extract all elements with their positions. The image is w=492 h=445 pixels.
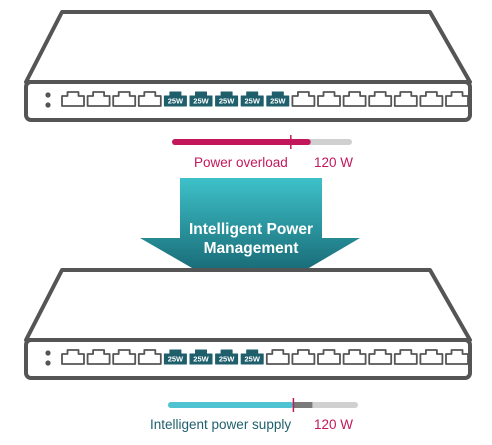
switch-bottom-port-jack-icon: [137, 349, 162, 365]
switch-top-port-jack-icon: [445, 91, 469, 107]
switch-top-port: [445, 91, 469, 107]
switch-bottom: 25W 25W 25W 25W: [24, 268, 472, 380]
switch-bottom-poe-port-jack-icon: [240, 349, 264, 365]
switch-bottom-poe-port-label: 25W: [193, 355, 209, 364]
switch-top-port-jack-icon: [137, 91, 162, 107]
switch-top-port: [393, 91, 418, 107]
switch-bottom-port-jack-icon: [342, 349, 367, 365]
power-bar-bottom: [168, 398, 358, 412]
switch-top-poe-port-label: 25W: [244, 97, 260, 106]
arrow-title-line1: Intelligent Power: [189, 221, 313, 238]
switch-bottom-poe-port-jack-icon: [189, 349, 213, 365]
switch-top-lid: [24, 10, 472, 84]
switch-bottom-port-jack-icon: [445, 349, 469, 365]
switch-bottom-poe-port-label: 25W: [168, 355, 184, 364]
switch-top-port-jack-icon: [393, 91, 418, 107]
switch-top-port-jack-icon: [291, 91, 316, 107]
switch-bottom-poe-port: 25W: [163, 349, 187, 365]
switch-bottom-port-jack-icon: [317, 349, 341, 365]
switch-top-port: [86, 91, 111, 107]
switch-bottom-poe-port-jack-icon: [215, 349, 239, 365]
switch-bottom-poe-port: 25W: [215, 349, 239, 365]
switch-top-led-icon: [45, 92, 51, 98]
switch-top-poe-port: 25W: [189, 91, 213, 107]
switch-top-poe-port-jack-icon: [215, 91, 239, 107]
switch-top-poe-port-jack-icon: [189, 91, 213, 107]
switch-bottom-port: [342, 349, 367, 365]
switch-top-port: [342, 91, 367, 107]
switch-top-port: [291, 91, 316, 107]
switch-bottom-lid: [24, 268, 472, 342]
switch-top-port-jack-icon: [419, 91, 444, 107]
switch-top-poe-port-jack-icon: [266, 91, 290, 107]
switch-bottom-port-jack-icon: [368, 349, 393, 365]
switch-top-poe-port-label: 25W: [219, 97, 235, 106]
switch-bottom-port: [291, 349, 316, 365]
switch-top-port-jack-icon: [112, 91, 137, 107]
switch-top-port: [419, 91, 444, 107]
switch-bottom-poe-port: 25W: [240, 349, 264, 365]
power-bar-bottom-fill: [168, 402, 294, 408]
switch-top-port: [137, 91, 162, 107]
switch-bottom-port: [61, 349, 85, 365]
switch-bottom-port: [317, 349, 341, 365]
switch-bottom-port: [419, 349, 444, 365]
switch-top-port-jack-icon: [342, 91, 367, 107]
switch-top-port-jack-icon: [317, 91, 341, 107]
switch-top: 25W 25W 25W 25W 25W: [24, 10, 472, 122]
switch-top-ports: 25W 25W 25W 25W 25W: [61, 91, 469, 107]
switch-top-poe-port: 25W: [215, 91, 239, 107]
power-bar-top-label: Power overload: [194, 155, 288, 170]
switch-top-port-jack-icon: [86, 91, 111, 107]
switch-bottom-led-icon: [45, 350, 51, 356]
power-bar-bottom-over-budget: [293, 402, 313, 408]
switch-top-port-jack-icon: [61, 91, 85, 107]
switch-top-led-icon: [45, 102, 51, 108]
switch-bottom-port-jack-icon: [393, 349, 418, 365]
switch-top-port: [112, 91, 137, 107]
switch-top-poe-port: 25W: [240, 91, 264, 107]
switch-top-poe-port: 25W: [163, 91, 187, 107]
switch-bottom-poe-port-label: 25W: [219, 355, 235, 364]
switch-top-poe-port-label: 25W: [193, 97, 209, 106]
switch-bottom-port-jack-icon: [265, 349, 290, 365]
switch-top-poe-port-jack-icon: [163, 91, 187, 107]
switch-bottom-port-jack-icon: [86, 349, 111, 365]
switch-top-poe-port-jack-icon: [240, 91, 264, 107]
switch-bottom-port-jack-icon: [419, 349, 444, 365]
power-bar-top-budget: 120 W: [314, 155, 353, 170]
switch-top-poe-port: 25W: [266, 91, 290, 107]
power-bar-top-fill: [172, 139, 311, 145]
switch-bottom-poe-port-label: 25W: [244, 355, 260, 364]
switch-bottom-port-jack-icon: [291, 349, 316, 365]
switch-bottom-poe-port-jack-icon: [163, 349, 187, 365]
switch-top-port-jack-icon: [368, 91, 393, 107]
switch-bottom-port: [368, 349, 393, 365]
switch-bottom-port: [393, 349, 418, 365]
power-bar-bottom-label: Intelligent power supply: [150, 417, 291, 432]
switch-top-port: [61, 91, 85, 107]
switch-top-port: [368, 91, 393, 107]
switch-top-poe-port-label: 25W: [270, 97, 286, 106]
switch-bottom-port: [445, 349, 469, 365]
switch-bottom-port-jack-icon: [112, 349, 137, 365]
switch-bottom-port: [86, 349, 111, 365]
switch-bottom-poe-port: 25W: [189, 349, 213, 365]
switch-top-poe-port-label: 25W: [168, 97, 184, 106]
switch-bottom-port: [112, 349, 137, 365]
down-arrow-shape: [140, 178, 360, 302]
switch-bottom-led-icon: [45, 360, 51, 366]
switch-bottom-port-jack-icon: [61, 349, 85, 365]
switch-bottom-port: [265, 349, 290, 365]
arrow-title-line2: Management: [204, 240, 299, 257]
switch-bottom-port: [137, 349, 162, 365]
power-bar-bottom-budget: 120 W: [314, 417, 353, 432]
down-arrow: Intelligent Power Management: [140, 178, 360, 302]
switch-bottom-ports: 25W 25W 25W 25W: [61, 349, 469, 365]
power-bar-top: [172, 135, 352, 149]
switch-top-port: [317, 91, 341, 107]
